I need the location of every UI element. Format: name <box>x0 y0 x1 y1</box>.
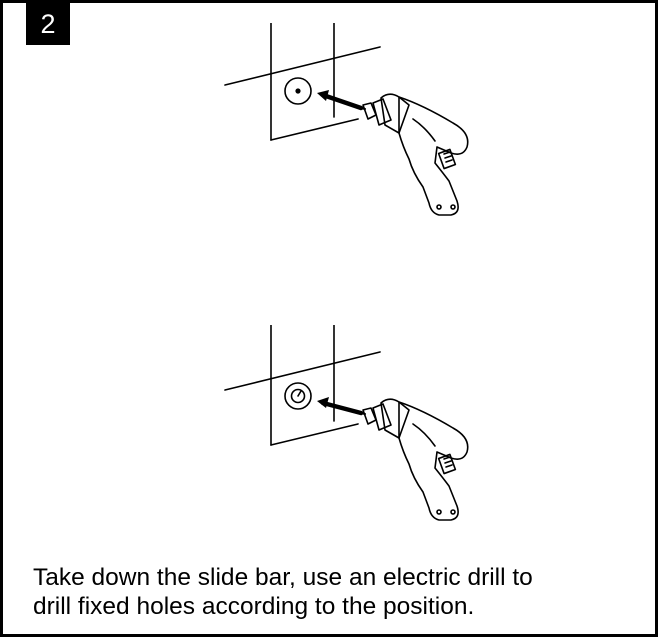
electric-drill-icon <box>352 398 469 521</box>
drill-drilled-hole-illustration <box>224 325 469 521</box>
electric-drill-icon <box>352 93 469 216</box>
caption-line-2: drill fixed holes according to the posit… <box>33 593 475 620</box>
step-number-badge: 2 <box>26 3 70 45</box>
caption-line-1: Take down the slide bar, use an electric… <box>33 564 533 591</box>
step-number: 2 <box>40 8 56 39</box>
instruction-caption: Take down the slide bar, use an electric… <box>33 563 643 621</box>
drill-marked-hole-illustration <box>224 23 469 216</box>
wall-grid-lines <box>224 23 381 141</box>
wall-grid-lines <box>224 325 381 446</box>
marked-hole <box>284 77 312 105</box>
drill-direction-arrow <box>317 90 364 111</box>
drilled-hole <box>284 382 312 410</box>
